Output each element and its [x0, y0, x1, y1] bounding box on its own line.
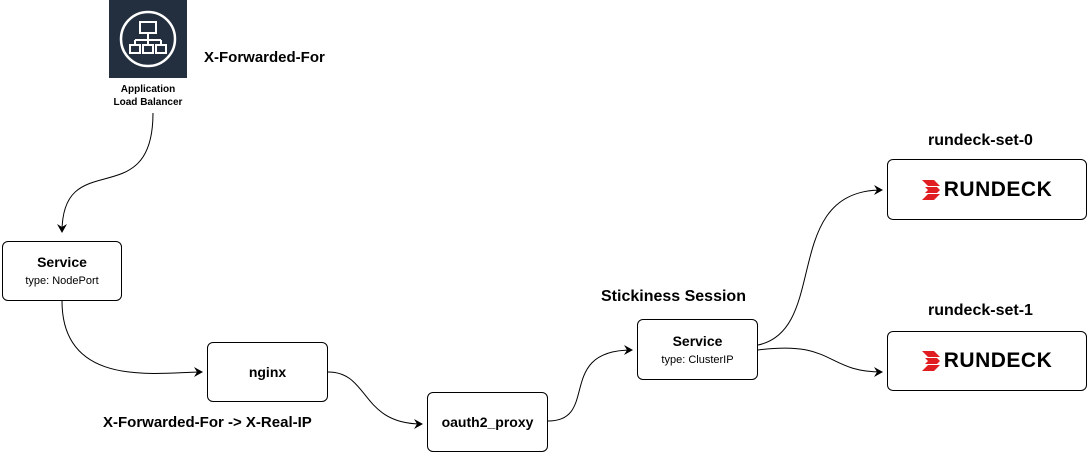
oauth2-proxy-node: oauth2_proxy: [427, 392, 548, 452]
edge-nginx-to-oauth2-proxy: [327, 371, 423, 429]
edge-service-to-rundeck-set-1: [757, 347, 883, 377]
load-balancer-icon: [109, 0, 187, 78]
rundeck-logo: RUNDECK: [921, 177, 1053, 202]
stickiness-session-label: Stickiness Session: [601, 288, 746, 305]
edge-service-to-nginx: [61, 300, 203, 378]
alb-caption: Application Load Balancer: [98, 83, 198, 109]
nginx-title: nginx: [248, 363, 287, 380]
alb-caption-line1: Application: [120, 84, 176, 95]
rundeck-mark-icon: [921, 179, 940, 200]
rundeck-set-1-label: rundeck-set-1: [928, 302, 1033, 319]
service-clusterip-subtitle: type: ClusterIP: [661, 353, 734, 366]
header-rewrite-label: X-Forwarded-For -> X-Real-IP: [103, 414, 312, 431]
service-nodeport-title: Service: [37, 254, 87, 270]
x-forwarded-for-label: X-Forwarded-For: [204, 49, 325, 66]
oauth2-proxy-title: oauth2_proxy: [441, 413, 534, 430]
edge-alb-to-service: [57, 112, 154, 233]
alb-caption-line2: Load Balancer: [113, 97, 183, 108]
rundeck-set-0-label: rundeck-set-0: [928, 132, 1033, 149]
rundeck-mark-icon: [921, 351, 940, 371]
rundeck-logo-text: RUNDECK: [943, 177, 1053, 201]
rundeck-set-1-node: RUNDECK: [887, 331, 1087, 391]
rundeck-set-0-node: RUNDECK: [887, 159, 1087, 220]
service-nodeport-subtitle: type: NodePort: [25, 275, 99, 287]
service-clusterip-title: Service: [672, 332, 723, 349]
rundeck-logo: RUNDECK: [921, 349, 1053, 373]
service-clusterip-node: Service type: ClusterIP: [637, 319, 758, 380]
rundeck-logo-text: RUNDECK: [943, 349, 1053, 372]
nginx-node: nginx: [207, 342, 328, 402]
service-nodeport-node: Service type: NodePort: [2, 241, 122, 301]
edge-oauth2-proxy-to-service-clusterip: [547, 345, 633, 422]
edge-service-to-rundeck-set-0: [757, 185, 883, 346]
